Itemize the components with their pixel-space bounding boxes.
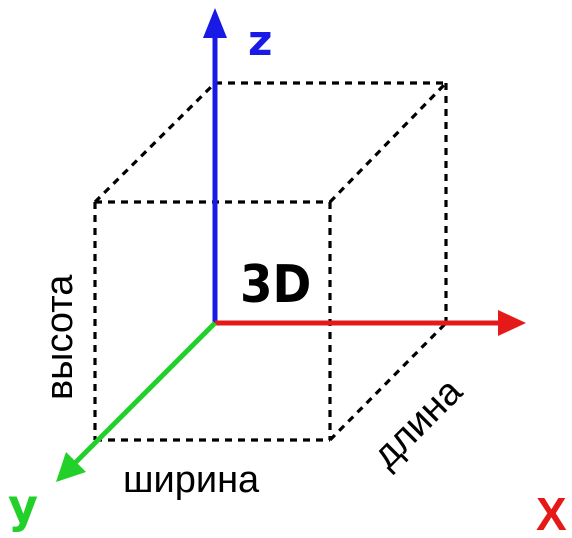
x-axis: X <box>215 310 567 538</box>
length-label: длина <box>365 370 471 476</box>
y-axis-label: y <box>8 479 38 533</box>
z-axis-label: z <box>248 16 272 65</box>
x-axis-arrowhead <box>498 310 526 336</box>
y-axis-line <box>73 321 217 465</box>
y-axis-arrowhead <box>56 452 86 482</box>
x-axis-label: X <box>536 488 567 538</box>
z-axis: z <box>203 8 272 323</box>
cube-wireframe <box>93 81 448 442</box>
cube-edge-top-right-depth <box>328 81 448 204</box>
cube-edge-bottom-right-depth <box>328 321 448 442</box>
height-label: высота <box>39 274 81 400</box>
y-axis: y <box>8 321 217 533</box>
width-label: ширина <box>123 459 260 501</box>
z-axis-arrowhead <box>203 8 227 38</box>
cube-edge-top-left-depth <box>93 81 217 204</box>
center-label-3d: 3D <box>240 255 311 315</box>
